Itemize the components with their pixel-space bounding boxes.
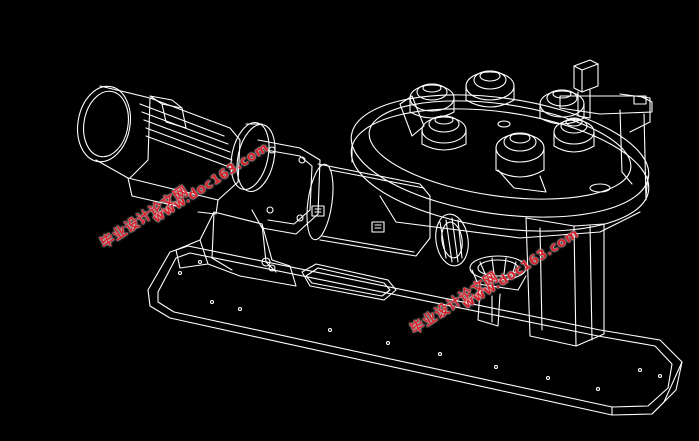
chuck-front-left — [421, 115, 467, 151]
table-center-hub — [497, 120, 511, 128]
chuck-front-right — [553, 117, 595, 153]
rotary-table — [350, 94, 650, 239]
plate-holes — [177, 259, 663, 392]
base-plate — [147, 245, 683, 416]
actuator-arm — [559, 59, 653, 201]
plate-slot — [301, 263, 397, 301]
chuck-front — [495, 132, 545, 178]
motor — [77, 85, 276, 215]
table-chucks — [399, 70, 595, 193]
vertical-column — [525, 217, 605, 347]
chuck-top — [465, 70, 515, 108]
chuck-left — [409, 83, 455, 119]
bevel-gears — [435, 213, 527, 327]
shaft-cylinder — [306, 163, 431, 257]
